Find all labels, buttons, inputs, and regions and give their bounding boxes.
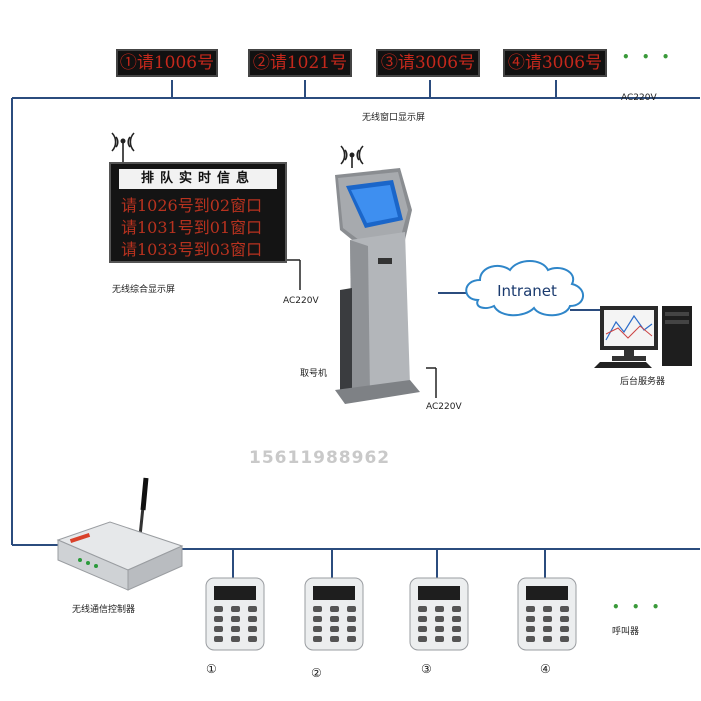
power-label-panel: AC220V xyxy=(283,296,319,306)
caller-label: 呼叫器 xyxy=(612,627,640,637)
server-label: 后台服务器 xyxy=(620,377,666,387)
kiosk-label: 取号机 xyxy=(300,369,328,379)
window-display-3-text: ③请3006号 xyxy=(380,53,476,73)
window-display-2-text: ②请1021号 xyxy=(252,53,348,73)
phone-number-watermark: 15611988962 xyxy=(249,448,391,468)
window-display-1: ①请1006号 xyxy=(116,49,218,77)
caller-number-3: ③ xyxy=(421,662,432,676)
caller-device-4 xyxy=(517,577,577,651)
window-display-4: ④请3006号 xyxy=(503,49,607,77)
info-panel-row: 请1026号到02窗口 xyxy=(121,196,263,215)
info-panel-row: 请1031号到01窗口 xyxy=(121,218,263,237)
window-display-2: ②请1021号 xyxy=(248,49,352,77)
window-display-3: ③请3006号 xyxy=(376,49,480,77)
more-callers-dots: • • • xyxy=(612,600,664,614)
controller-label: 无线通信控制器 xyxy=(72,605,136,615)
caller-device-1 xyxy=(205,577,265,651)
window-display-4-text: ④请3006号 xyxy=(507,53,603,73)
caller-device-2 xyxy=(304,577,364,651)
info-panel-title: 排队实时信息 xyxy=(119,169,277,189)
info-panel-label: 无线综合显示屏 xyxy=(112,285,176,295)
caller-device-3 xyxy=(409,577,469,651)
caller-number-1: ① xyxy=(206,662,217,676)
power-label-kiosk: AC220V xyxy=(426,402,462,412)
info-display-panel: 排队实时信息 请1026号到02窗口 请1031号到01窗口 请1033号到03… xyxy=(109,162,287,263)
more-displays-dots: • • • xyxy=(622,50,674,64)
power-label-top: AC220V xyxy=(621,93,657,103)
network-label: Intranet xyxy=(497,282,557,300)
info-panel-row: 请1033号到03窗口 xyxy=(121,240,263,259)
window-display-label: 无线窗口显示屏 xyxy=(362,113,426,123)
window-display-1-text: ①请1006号 xyxy=(119,53,215,73)
caller-number-2: ② xyxy=(311,666,322,680)
caller-number-4: ④ xyxy=(540,662,551,676)
